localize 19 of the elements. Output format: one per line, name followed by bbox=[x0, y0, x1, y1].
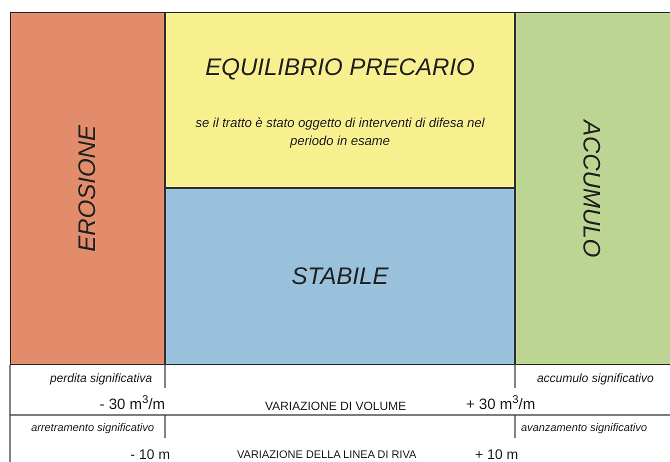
scale-label: - 10 m bbox=[130, 447, 170, 461]
category-panel bbox=[515, 12, 670, 365]
panel-note: se il tratto è stato oggetto di interventi di difesa nel periodo in esame bbox=[194, 114, 486, 150]
panel-title: EROSIONE bbox=[72, 125, 102, 252]
scale-label: avanzamento significativo bbox=[521, 423, 647, 434]
panel-title: EQUILIBRIO PRECARIO bbox=[205, 53, 475, 83]
scale-label: VARIAZIONE DI VOLUME bbox=[265, 400, 406, 412]
scale-label: perdita significativa bbox=[50, 372, 152, 384]
panel-title: ACCUMULO bbox=[576, 120, 606, 258]
scale-label: arretramento significativo bbox=[31, 423, 154, 434]
scale-label: + 10 m bbox=[475, 447, 518, 461]
panel-title: STABILE bbox=[292, 262, 388, 292]
scale-label: VARIAZIONE DELLA LINEA DI RIVA bbox=[237, 450, 416, 461]
category-panel bbox=[10, 12, 165, 365]
scale-label: - 30 m$^{3}$/m bbox=[100, 397, 165, 412]
scale-label: + 30 m$^{3}$/m bbox=[466, 397, 536, 412]
scale-label: accumulo significativo bbox=[537, 372, 654, 384]
category-panel bbox=[165, 188, 515, 365]
category-panel bbox=[165, 12, 515, 188]
